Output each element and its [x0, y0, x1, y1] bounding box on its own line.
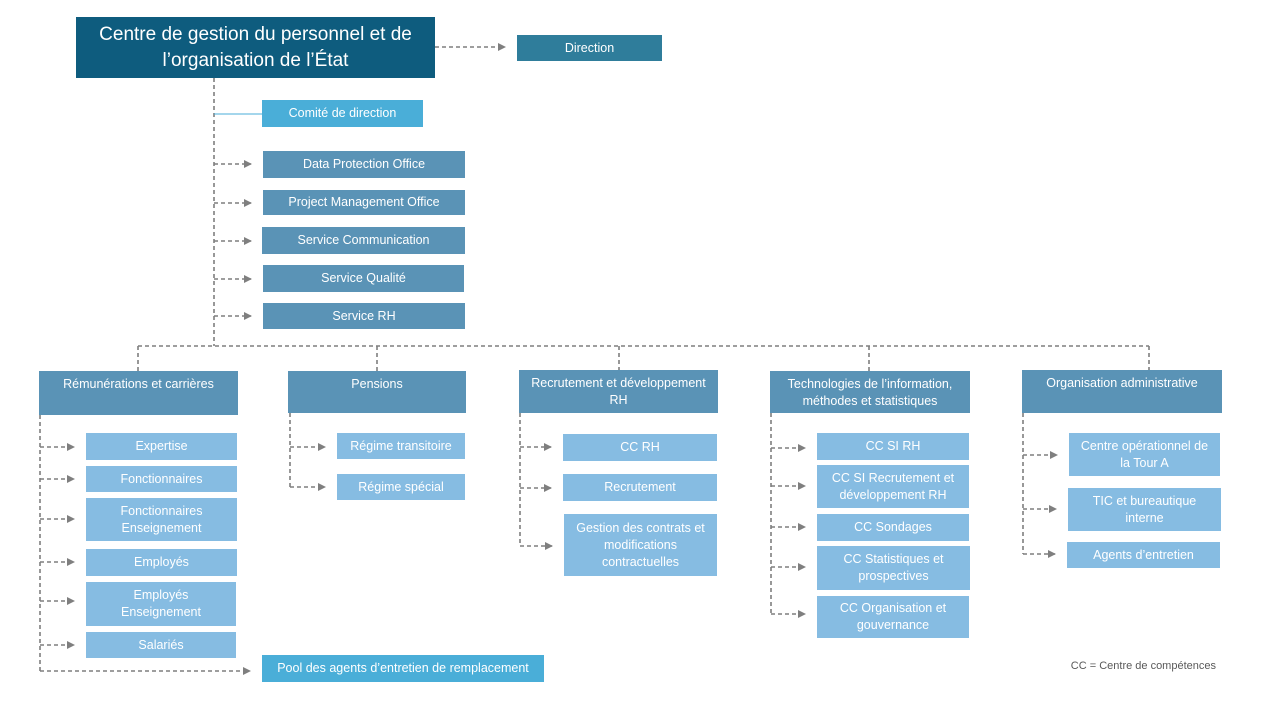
- dept-pensions: Pensions: [288, 371, 466, 413]
- unit-cc-organisation: CC Organisation et gouvernance: [817, 596, 969, 638]
- unit-fonctionnaires-enseignement: Fonctionnaires Enseignement: [86, 498, 237, 541]
- unit-agents-entretien: Agents d’entretien: [1067, 542, 1220, 568]
- unit-salaries: Salariés: [86, 632, 236, 658]
- staff-node-pmo: Project Management Office: [263, 190, 465, 215]
- unit-centre-operationnel: Centre opérationnel de la Tour A: [1069, 433, 1220, 476]
- unit-regime-special: Régime spécial: [337, 474, 465, 500]
- unit-cc-si-rh: CC SI RH: [817, 433, 969, 460]
- unit-cc-si-recrutement: CC SI Recrutement et développement RH: [817, 465, 969, 508]
- staff-node-qualite: Service Qualité: [263, 265, 464, 292]
- staff-node-communication: Service Communication: [262, 227, 465, 254]
- dept-recrutement: Recrutement et développement RH: [519, 370, 718, 413]
- unit-cc-statistiques: CC Statistiques et prospectives: [817, 546, 970, 590]
- unit-fonctionnaires: Fonctionnaires: [86, 466, 237, 492]
- top-node: Centre de gestion du personnel et de l’o…: [76, 17, 435, 78]
- pool-node: Pool des agents d’entretien de remplacem…: [262, 655, 544, 682]
- unit-employes-enseignement: Employés Enseignement: [86, 582, 236, 626]
- dept-technologies: Technologies de l’information, méthodes …: [770, 371, 970, 413]
- direction-node: Direction: [517, 35, 662, 61]
- unit-gestion-contrats: Gestion des contrats et modifications co…: [564, 514, 717, 576]
- dept-remunerations: Rémunérations et carrières: [39, 371, 238, 415]
- unit-employes: Employés: [86, 549, 237, 576]
- unit-recrutement: Recrutement: [563, 474, 717, 501]
- dept-organisation: Organisation administrative: [1022, 370, 1222, 413]
- comite-node: Comité de direction: [262, 100, 423, 127]
- legend-note: CC = Centre de compétences: [1070, 660, 1216, 672]
- staff-node-rh: Service RH: [263, 303, 465, 329]
- unit-cc-rh: CC RH: [563, 434, 717, 461]
- unit-regime-transitoire: Régime transitoire: [337, 433, 465, 459]
- unit-cc-sondages: CC Sondages: [817, 514, 969, 541]
- staff-node-data-protection: Data Protection Office: [263, 151, 465, 178]
- unit-tic-bureautique: TIC et bureautique interne: [1068, 488, 1221, 531]
- unit-expertise: Expertise: [86, 433, 237, 460]
